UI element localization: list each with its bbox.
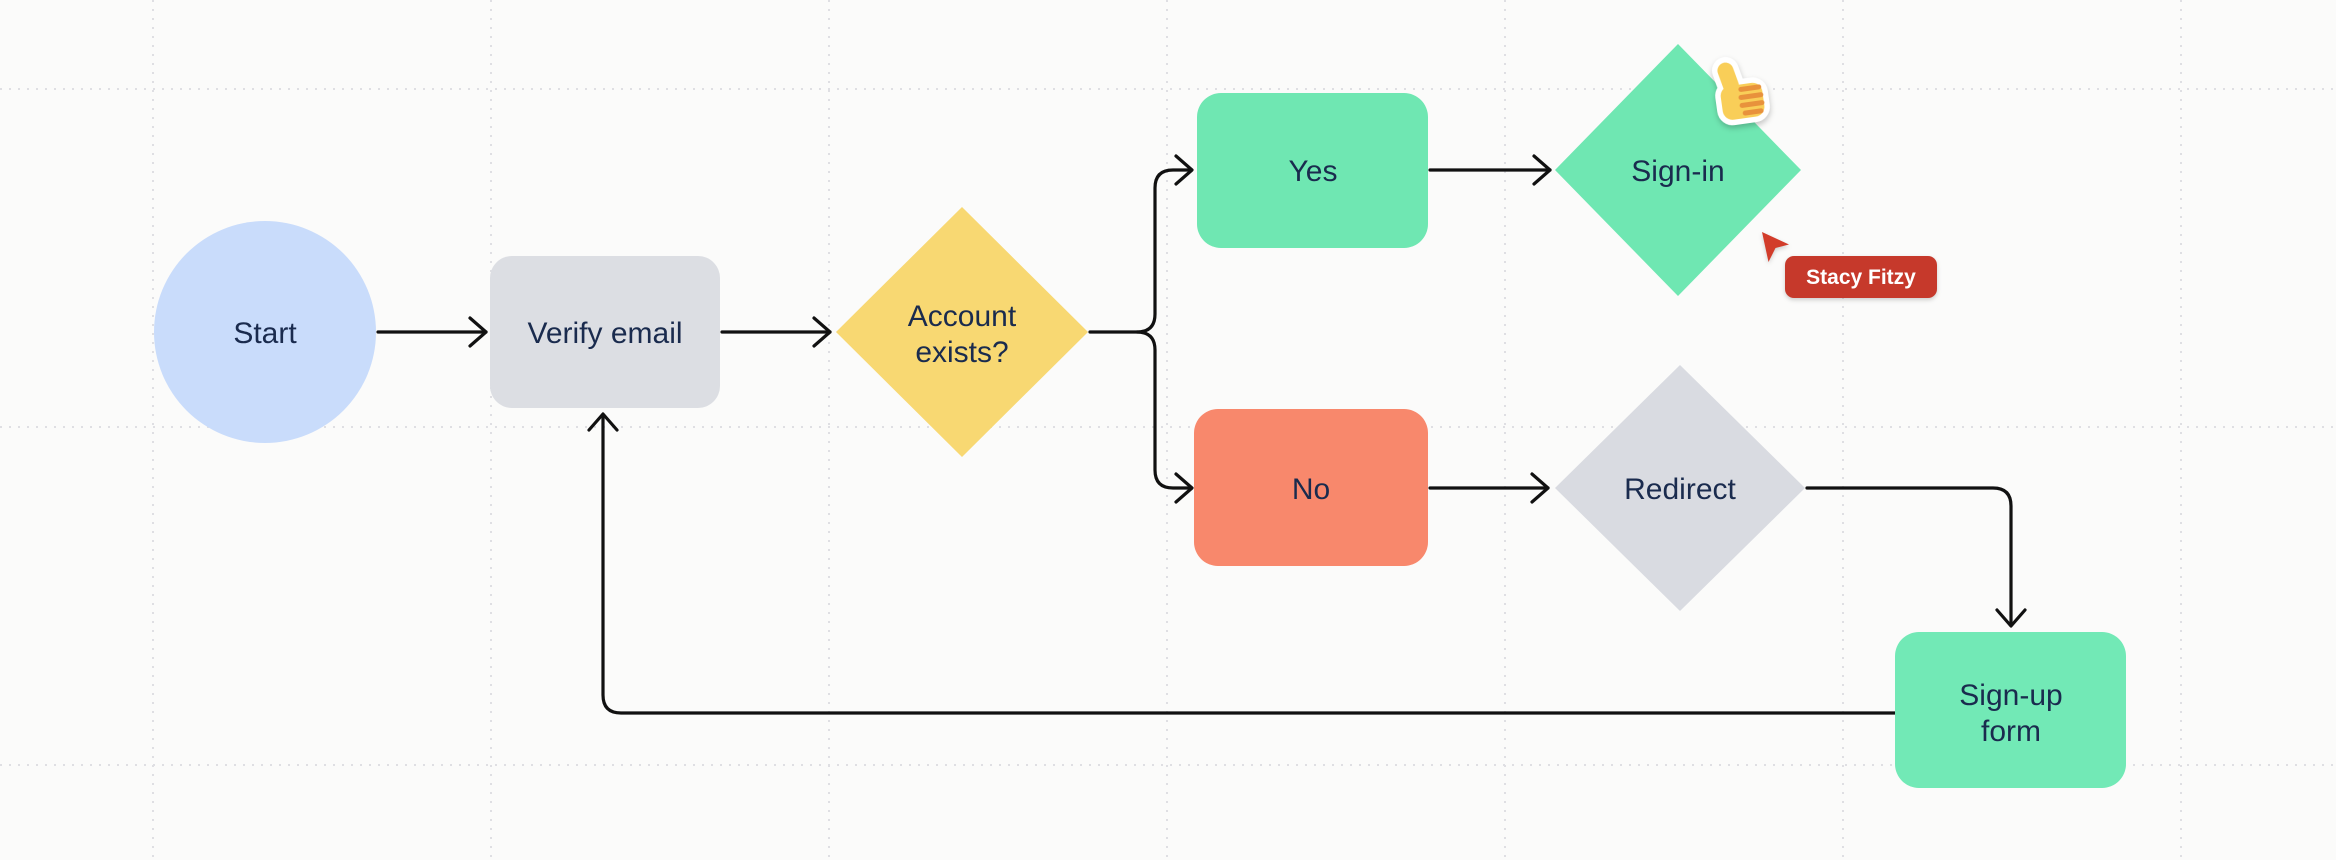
yes-shape: [1197, 93, 1428, 248]
node-account-exists-label-line2: exists?: [915, 336, 1008, 369]
connector-account-to-yes[interactable]: [1088, 154, 1194, 334]
node-no-label: No: [1292, 473, 1330, 506]
nodes: Start Verify email Account exists? Yes S…: [154, 44, 2126, 788]
arrowhead-up-icon: [587, 412, 619, 432]
cursor-pointer-icon: [1762, 232, 1789, 262]
node-redirect[interactable]: Redirect: [1555, 365, 1805, 611]
arrowhead-right-icon: [1532, 154, 1552, 186]
node-start-label: Start: [233, 317, 297, 350]
node-account-exists[interactable]: Account exists?: [836, 207, 1088, 457]
arrowhead-right-icon: [1174, 472, 1194, 504]
node-no[interactable]: No: [1194, 409, 1428, 566]
node-yes-label: Yes: [1289, 155, 1338, 188]
node-sign-up-form-label-line2: form: [1981, 715, 2041, 748]
verify-email-shape: [490, 256, 720, 408]
node-verify-email-label: Verify email: [527, 317, 682, 350]
connector-verify-to-account[interactable]: [720, 316, 832, 348]
arrowhead-right-icon: [468, 316, 488, 348]
node-sign-in-label: Sign-in: [1631, 155, 1724, 188]
connector-redirect-to-signup[interactable]: [1805, 486, 2027, 628]
node-verify-email[interactable]: Verify email: [490, 256, 720, 408]
connector-account-to-no[interactable]: [1135, 330, 1194, 504]
start-shape: [154, 221, 376, 443]
node-account-exists-label-line1: Account: [908, 300, 1017, 333]
cursor-name-label: Stacy Fitzy: [1806, 266, 1916, 289]
thumbs-up-icon[interactable]: [1711, 56, 1770, 126]
redirect-shape: [1555, 365, 1805, 611]
arrowhead-right-icon: [1174, 154, 1194, 186]
node-sign-up-form-label-line1: Sign-up: [1959, 679, 2062, 712]
node-sign-up-form[interactable]: Sign-up form: [1895, 632, 2126, 788]
collaborator-cursor: Stacy Fitzy: [1762, 232, 1937, 298]
connectors: [376, 154, 2027, 715]
arrowhead-right-icon: [1530, 472, 1550, 504]
connector-yes-to-signin[interactable]: [1428, 154, 1552, 186]
node-sign-in[interactable]: Sign-in: [1555, 44, 1801, 296]
arrowhead-down-icon: [1995, 608, 2027, 628]
connector-signup-to-verify[interactable]: [587, 412, 1897, 715]
cursor-name-badge: [1785, 256, 1937, 298]
connector-no-to-redirect[interactable]: [1428, 472, 1550, 504]
connector-start-to-verify[interactable]: [376, 316, 488, 348]
node-yes[interactable]: Yes: [1197, 93, 1428, 248]
arrowhead-right-icon: [812, 316, 832, 348]
no-shape: [1194, 409, 1428, 566]
account-exists-shape: [836, 207, 1088, 457]
sign-up-form-shape: [1895, 632, 2126, 788]
node-start[interactable]: Start: [154, 221, 376, 443]
node-redirect-label: Redirect: [1624, 473, 1736, 506]
